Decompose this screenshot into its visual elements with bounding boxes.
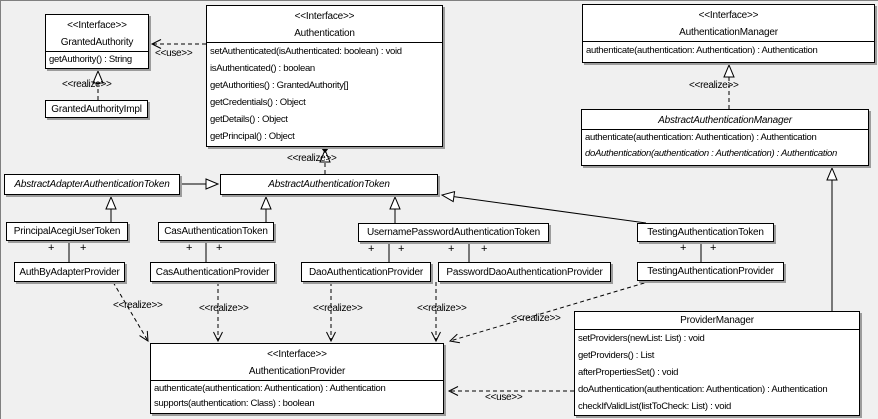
class-box-authentication-manager: <<Interface>> AuthenticationManager auth…	[582, 4, 875, 63]
realize-label: <<realize>>	[113, 300, 163, 311]
method-row: checkIfValidList(listToCheck: List) : vo…	[578, 401, 732, 412]
method-row: afterPropertiesSet() : void	[578, 367, 679, 378]
realize-label: <<realize>>	[287, 153, 337, 164]
class-name: AbstractAuthenticationManager	[658, 115, 792, 126]
multiplicity-label: +	[710, 242, 717, 254]
method-compartment: getAuthority() : String	[46, 51, 148, 68]
method-row: getAuthority() : String	[49, 54, 132, 65]
stereotype-label: <<Interface>>	[67, 20, 127, 31]
realize-label: <<realize>>	[313, 303, 363, 314]
class-header: <<Interface>> AuthenticationManager	[583, 5, 874, 41]
method-row: getCredentials() : Object	[210, 97, 306, 108]
multiplicity-label: +	[186, 242, 193, 254]
class-box-dao-authentication-provider: DaoAuthenticationProvider	[301, 262, 431, 282]
method-row: isAuthenticated() : boolean	[210, 63, 315, 74]
class-name: AbstractAdapterAuthenticationToken	[14, 179, 170, 190]
class-box-abstract-authentication-token: AbstractAuthenticationToken	[220, 174, 438, 195]
class-box-auth-by-adapter-provider: AuthByAdapterProvider	[14, 262, 125, 282]
method-row: doAuthentication(authentication : Authen…	[585, 148, 838, 159]
class-box-granted-authority: <<Interface>> GrantedAuthority getAuthor…	[45, 14, 149, 69]
class-name: CasAuthenticationToken	[164, 226, 268, 237]
method-compartment: setProviders(newList: List) : void getPr…	[575, 329, 859, 415]
class-header: <<Interface>> GrantedAuthority	[46, 15, 148, 51]
class-name: DaoAuthenticationProvider	[309, 266, 423, 278]
method-row: authenticate(authentication: Authenticat…	[585, 132, 817, 143]
realize-label: <<realize>>	[511, 313, 561, 324]
class-name: ProviderManager	[680, 315, 754, 326]
stereotype-label: <<Interface>>	[698, 10, 759, 21]
class-name: Authentication	[294, 28, 355, 39]
use-label: <<use>>	[485, 392, 523, 403]
multiplicity-label: +	[481, 243, 488, 255]
class-box-cas-authentication-provider: CasAuthenticationProvider	[150, 262, 275, 282]
class-header: <<Interface>> AuthenticationProvider	[151, 344, 443, 380]
multiplicity-label: +	[448, 243, 455, 255]
method-row: authenticate(authentication: Authenticat…	[154, 383, 386, 394]
method-row: getProviders() : List	[578, 350, 655, 361]
method-compartment: authenticate(authentication: Authenticat…	[151, 380, 443, 411]
class-box-username-password-authentication-token: UsernamePasswordAuthenticationToken	[358, 223, 549, 242]
class-name: TestingAuthenticationProvider	[647, 266, 774, 277]
multiplicity-label: +	[398, 243, 405, 255]
class-name: AuthByAdapterProvider	[19, 266, 120, 278]
method-row: getDetails() : Object	[210, 114, 288, 125]
stereotype-label: <<Interface>>	[267, 349, 327, 360]
class-box-principal-acegi-user-token: PrincipalAcegiUserToken	[6, 222, 128, 241]
use-label: <<use>>	[155, 48, 193, 59]
class-box-granted-authority-impl: GrantedAuthorityImpl	[45, 100, 148, 118]
method-row: doAuthentication(authentication: Authent…	[578, 384, 828, 395]
class-name: CasAuthenticationProvider	[155, 266, 270, 278]
multiplicity-label: +	[48, 242, 55, 254]
class-name: GrantedAuthorityImpl	[51, 103, 142, 115]
method-row: setAuthenticated(isAuthenticated: boolea…	[210, 46, 402, 57]
realize-label: <<realize>>	[417, 303, 467, 314]
multiplicity-label: +	[216, 242, 223, 254]
class-name: AuthenticationManager	[679, 27, 778, 38]
method-row: authenticate(authentication: Authenticat…	[586, 45, 818, 56]
stereotype-label: <<Interface>>	[294, 11, 355, 22]
class-name: PasswordDaoAuthenticationProvider	[446, 266, 603, 278]
multiplicity-label: +	[368, 243, 375, 255]
connector-realize-authbyadapterprovider	[112, 281, 149, 342]
class-header: ProviderManager	[575, 312, 859, 329]
class-box-testing-authentication-provider: TestingAuthenticationProvider	[637, 262, 784, 281]
realize-label: <<realize>>	[199, 303, 249, 314]
class-header: <<Interface>> Authentication	[207, 6, 442, 42]
method-compartment: authenticate(authentication: Authenticat…	[582, 129, 868, 162]
class-name: TestingAuthenticationToken	[647, 227, 764, 238]
realize-label: <<realize>>	[62, 79, 112, 90]
class-name: UsernamePasswordAuthenticationToken	[366, 227, 541, 238]
class-name: GrantedAuthority	[60, 37, 134, 48]
class-box-provider-manager: ProviderManager setProviders(newList: Li…	[574, 311, 860, 416]
class-name: AbstractAuthenticationToken	[268, 179, 390, 190]
multiplicity-label: +	[680, 242, 687, 254]
class-box-abstract-authentication-manager: AbstractAuthenticationManager authentica…	[581, 109, 869, 166]
method-row: supports(authentication: Class) : boolea…	[154, 398, 315, 409]
class-box-authentication-provider: <<Interface>> AuthenticationProvider aut…	[150, 343, 444, 414]
multiplicity-label: +	[80, 242, 87, 254]
method-compartment: authenticate(authentication: Authenticat…	[583, 41, 874, 60]
method-row: getPrincipal() : Object	[210, 131, 295, 142]
class-name: PrincipalAcegiUserToken	[13, 226, 121, 237]
class-box-testing-authentication-token: TestingAuthenticationToken	[637, 223, 774, 242]
method-compartment: setAuthenticated(isAuthenticated: boolea…	[207, 42, 442, 145]
class-box-authentication: <<Interface>> Authentication setAuthenti…	[206, 5, 443, 147]
class-header: AbstractAuthenticationManager	[582, 110, 868, 129]
class-name: AuthenticationProvider	[248, 366, 346, 377]
method-row: getAuthorities() : GrantedAuthority[]	[210, 80, 349, 91]
class-box-password-dao-authentication-provider: PasswordDaoAuthenticationProvider	[438, 262, 611, 282]
class-box-cas-authentication-token: CasAuthenticationToken	[158, 222, 274, 241]
class-box-abstract-adapter-authentication-token: AbstractAdapterAuthenticationToken	[4, 174, 180, 195]
connector-gen-testingauthenticationtoken	[440, 191, 647, 224]
realize-label: <<realize>>	[689, 80, 739, 91]
method-row: setProviders(newList: List) : void	[578, 333, 705, 344]
